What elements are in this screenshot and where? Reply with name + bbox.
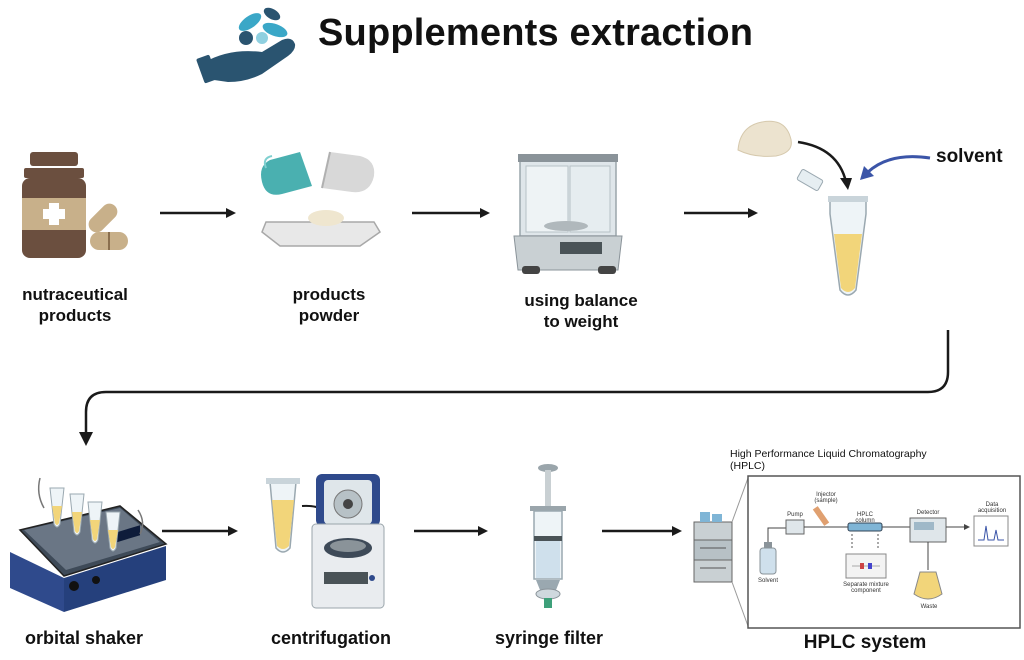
capsule-icon <box>261 151 375 195</box>
hplc-data-label: Data acquisition <box>977 502 1007 514</box>
solvent-label: solvent <box>936 146 1003 167</box>
hplc-injector-label: Injector (sample) <box>814 492 838 504</box>
hplc-caption: HPLC system <box>803 632 927 653</box>
eppendorf-tube-icon <box>796 169 868 296</box>
flow-arrow <box>414 526 488 536</box>
step-label-syringe: syringe filter <box>494 628 604 648</box>
analytical-balance-icon <box>513 154 623 274</box>
hplc-column-label: HPLC column <box>855 512 875 524</box>
hplc-title-line: High Performance Liquid Chromatography <box>730 448 927 460</box>
eppendorf-tube-icon <box>266 478 300 553</box>
flow-arrow <box>412 208 490 218</box>
centrifuge-icon <box>311 474 385 609</box>
flow-arrow <box>684 208 758 218</box>
hplc-separate-label: Separate mixture component <box>843 582 889 594</box>
step-label-line: powder <box>298 306 360 325</box>
hplc-instrument-icon <box>693 477 749 627</box>
flow-arrow <box>797 140 848 183</box>
supplement-bottle-icon <box>22 152 86 258</box>
flow-arrow <box>162 526 238 536</box>
page-title: Supplements extraction <box>318 12 754 54</box>
hplc-solvent-label: Solvent <box>757 578 778 584</box>
return-arrow <box>79 330 950 446</box>
orbital-shaker-icon <box>10 477 168 612</box>
step-label-balance: using balance to weight <box>506 290 656 332</box>
hplc-pump-label: Pump <box>787 512 803 518</box>
flow-arrow <box>602 526 682 536</box>
flow-arrow <box>160 208 236 218</box>
step-label-line: products <box>292 285 366 304</box>
powder-tray-icon <box>261 210 382 247</box>
hplc-detector-label: Detector <box>916 510 940 516</box>
hplc-title-line: (HPLC) <box>730 460 766 472</box>
step-label-shaker: orbital shaker <box>24 628 144 648</box>
syringe-filter-icon <box>530 464 566 608</box>
capsule-icon <box>88 203 128 250</box>
step-label-centrifugation: centrifugation <box>271 628 391 648</box>
powder-pile-icon <box>737 120 792 157</box>
solvent-arrow <box>866 155 931 174</box>
hplc-schematic <box>747 475 1021 629</box>
hand-pills-icon <box>196 7 296 84</box>
step-label-line: nutraceutical <box>22 285 128 304</box>
hplc-title: High Performance Liquid Chromatography (… <box>730 448 990 472</box>
step-label-line: products <box>38 306 112 325</box>
step-label-line: using balance <box>524 291 638 310</box>
step-label-powder: products powder <box>264 284 394 326</box>
step-label-nutraceutical: nutraceutical products <box>8 284 142 326</box>
step-label-line: to weight <box>543 312 619 331</box>
hplc-waste-label: Waste <box>920 604 938 610</box>
